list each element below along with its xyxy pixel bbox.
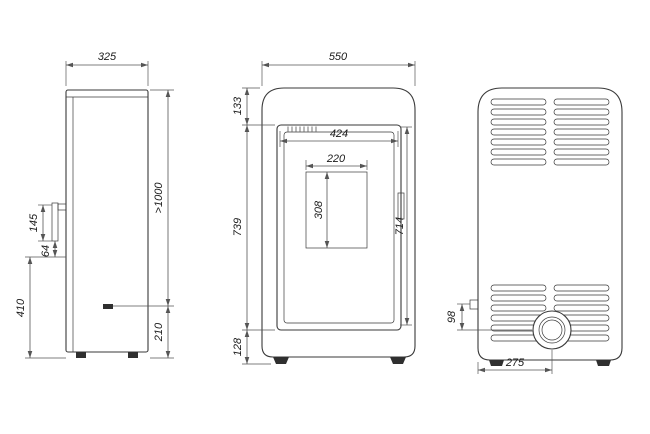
dim-side-min-height-label: >1000 [153,182,165,214]
dim-front-top-width-label: 550 [329,51,348,63]
dim-back-flue-center-height-label: 98 [446,310,458,323]
back-top-vent-louvers [490,98,610,166]
dim-side-top-width-label: 325 [98,51,117,63]
back-foot-left [489,360,504,366]
dim-front-door-section-label: 739 [232,218,244,236]
front-foot-left [273,357,289,364]
dim-front-door-height-label: 714 [394,217,406,235]
dim-front-base-section-label: 128 [232,337,244,356]
front-body-outline [261,87,416,358]
side-handle [51,202,67,242]
dim-back-flue-center-height: 98 [446,303,532,331]
dim-side-base-height-label: 410 [15,298,27,317]
front-foot-right [390,357,406,364]
dim-side-handle-offset-label: 64 [40,245,52,257]
back-view: 98 275 [446,87,623,374]
front-door-inner-frame [283,131,395,324]
dim-back-flue-center-from-left-label: 275 [505,357,525,369]
side-body-outline [65,89,149,353]
back-body-outline [477,87,623,361]
front-door-handle [397,192,405,220]
dim-back-flue-center-from-left: 275 [477,350,553,374]
front-glass-window-outline [305,171,368,249]
dim-side-base-height: 410 [15,256,66,359]
front-door-vent-hatching [287,126,317,132]
side-foot-right [128,352,138,358]
dim-front-glass-width-label: 220 [326,153,346,165]
side-view: 325 >1000 210 145 64 [15,51,174,359]
dim-side-handle-offset: 64 [40,241,58,257]
dim-front-door-width: 424 [279,128,399,147]
dim-side-top-width: 325 [65,51,149,86]
dim-front-glass-height-label: 308 [313,200,325,219]
dim-side-flue-height-label: 210 [153,322,165,342]
front-door-outer-frame [276,124,402,331]
side-flue-stub [103,304,113,309]
dim-side-flue-height: 210 [150,306,174,359]
dim-front-door-width-label: 424 [330,128,348,140]
dim-front-door-height: 714 [394,126,412,326]
dim-side-min-height: >1000 [113,89,174,307]
back-foot-right [596,360,611,366]
side-foot-left [76,352,86,358]
back-flue-outlet [532,310,572,350]
dim-front-door-section: 739 [232,125,275,331]
dim-side-handle-length: 145 [28,204,52,242]
back-left-fitting [469,299,479,310]
front-view: 550 133 739 128 424 [232,51,416,365]
dim-front-top-section-label: 133 [232,96,244,115]
dim-front-glass-height: 308 [313,172,330,248]
dim-side-handle-length-label: 145 [28,213,40,232]
dim-front-top-section: 133 [232,87,275,126]
dim-front-base-section: 128 [232,330,271,365]
dim-front-top-width: 550 [261,51,416,86]
dim-front-glass-width: 220 [305,153,368,170]
